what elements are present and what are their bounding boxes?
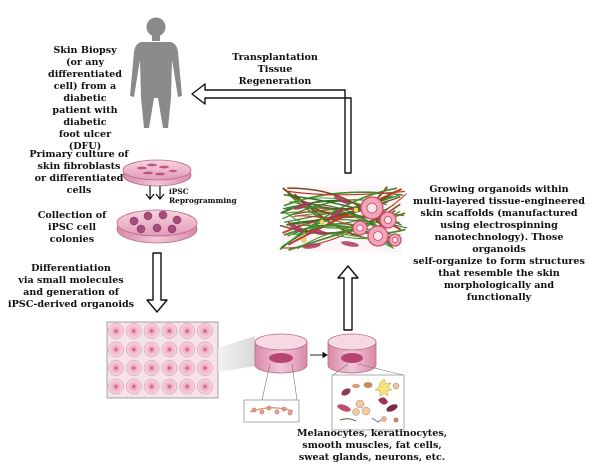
ipsc-reprogramming-label: iPSC Reprogramming <box>169 187 237 205</box>
scaffold-fiber <box>287 187 389 235</box>
plate-well <box>125 360 142 376</box>
inset-cells-box <box>331 363 405 431</box>
spindle-cell <box>309 228 327 236</box>
plate-well <box>108 323 124 339</box>
spindle-cell <box>288 223 304 233</box>
plate-well <box>108 360 124 376</box>
scaffold-fiber <box>287 188 402 246</box>
differentiation-arrow <box>146 252 168 313</box>
growing-organoids-label: Growing organoids within multi-layered t… <box>413 184 585 303</box>
plate-well <box>143 323 160 339</box>
plate-well <box>197 360 213 376</box>
dish-to-dish-arrow <box>310 351 328 359</box>
plate-well <box>125 323 142 339</box>
plate-well <box>143 360 160 376</box>
collection-label: Collection of iPSC cell colonies <box>37 210 107 245</box>
organoid-dish-left <box>254 333 308 374</box>
plate-well <box>108 341 124 358</box>
plate-well <box>125 341 142 358</box>
plate-well <box>161 360 178 376</box>
transplantation-label: Transplantation Tissue Regeneration <box>232 52 318 87</box>
inset-fibers-box <box>243 363 300 423</box>
spindle-cell <box>293 202 311 210</box>
plate-well <box>161 323 178 339</box>
plate-well <box>143 341 160 358</box>
plate-well <box>179 323 196 339</box>
spindle-cell <box>341 241 359 247</box>
cell-types-illustration <box>337 378 400 423</box>
scaffold-fiber <box>286 190 406 196</box>
organoid-dish-right <box>327 333 377 374</box>
primary-culture-label: Primary culture of skin fibroblasts or d… <box>29 149 129 196</box>
well-plate <box>106 321 219 399</box>
ipsc-colony-dish <box>116 209 198 244</box>
tissue-scaffold-illustration <box>279 186 408 252</box>
plate-well <box>108 378 124 395</box>
primary-culture-dish <box>122 159 192 187</box>
cell-types-label: Melanocytes, keratinocytes, smooth muscl… <box>296 428 448 463</box>
plate-well <box>179 360 196 376</box>
plate-well <box>179 341 196 358</box>
view-beam <box>218 336 255 372</box>
spindle-cell <box>303 243 321 249</box>
star-cell <box>301 237 307 243</box>
differentiation-label: Differentiation via small molecules and … <box>7 263 135 310</box>
human-silhouette-icon <box>130 17 182 128</box>
plate-well <box>197 341 213 358</box>
star-cell <box>353 207 359 213</box>
plate-well <box>125 378 142 395</box>
star-cell <box>319 219 325 225</box>
plate-well <box>197 323 213 339</box>
spindle-cell <box>333 195 351 205</box>
plate-well <box>179 378 196 395</box>
plate-well <box>143 378 160 395</box>
skin-biopsy-label: Skin Biopsy (or any differentiated cell)… <box>47 45 122 152</box>
plate-well <box>161 378 178 395</box>
scaffold-up-arrow <box>337 265 359 331</box>
plate-well <box>161 341 178 358</box>
transplantation-arrow <box>191 83 352 174</box>
spindle-cell <box>328 208 344 220</box>
reprogramming-arrows <box>145 186 165 200</box>
plate-well <box>197 378 213 395</box>
scaffold-fiber <box>297 219 408 229</box>
